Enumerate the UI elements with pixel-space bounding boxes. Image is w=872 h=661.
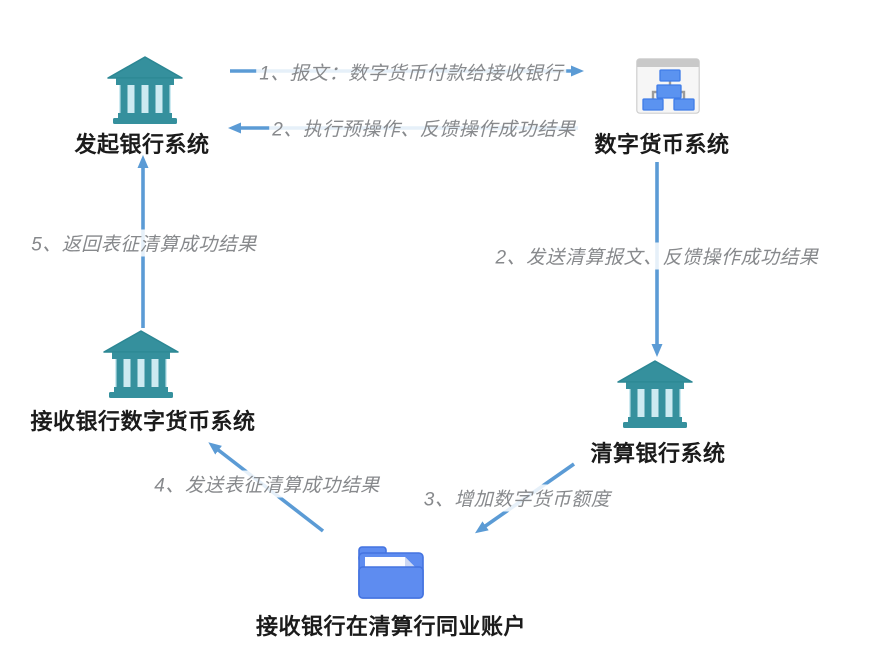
folder-icon [354,543,428,603]
edge-label-e2: 2、执行预操作、反馈操作成功结果 [269,114,579,142]
edge-label-e5: 4、发送表征清算成功结果 [151,470,383,498]
edge-label-e4: 3、增加数字货币额度 [420,484,614,512]
edge-label-e6: 5、返回表征清算成功结果 [28,229,260,257]
edge-label-e3: 2、发送清算报文、反馈操作成功结果 [492,242,822,270]
node-label-interbank-account: 接收银行在清算行同业账户 [255,614,527,639]
edge-label-e1: 1、报文：数字货币付款给接收银行 [256,58,566,86]
org-chart-icon [636,58,700,114]
node-label-initiating-bank: 发起银行系统 [74,132,210,157]
bank-icon [617,360,693,428]
bank-icon [107,56,183,124]
node-label-clearing-bank: 清算银行系统 [590,441,726,466]
node-label-digital-currency-system: 数字货币系统 [594,132,730,157]
node-label-receiving-bank-dcs: 接收银行数字货币系统 [30,409,256,434]
bank-icon [103,330,179,398]
